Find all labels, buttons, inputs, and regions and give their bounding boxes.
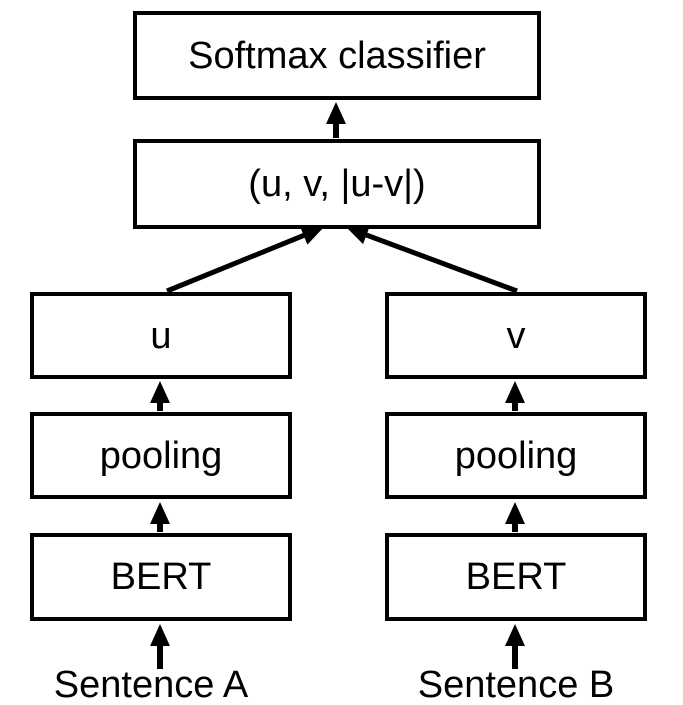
sentence-a-label: Sentence A [53,664,249,705]
arrow-sentence-b-to-bert [505,624,525,669]
v-embedding-label: v [506,314,526,357]
pooling-left-box: pooling [30,412,292,499]
v-embedding-box: v [385,292,647,379]
u-embedding-label: u [150,314,172,357]
arrow-v-to-concat [346,225,518,294]
arrow-u-to-concat [166,226,324,294]
arrow-bert-to-pooling-left [150,502,170,532]
arrow-bert-to-pooling-right [505,502,525,532]
arrow-concat-to-softmax [326,102,346,138]
bert-right-box: BERT [385,533,647,621]
softmax-classifier-label: Softmax classifier [188,34,486,77]
bert-left-box: BERT [30,533,292,621]
pooling-right-box: pooling [385,412,647,499]
bert-right-label: BERT [465,556,567,598]
pooling-right-label: pooling [454,434,578,477]
bert-left-label: BERT [110,556,212,598]
arrow-pooling-to-v [505,381,525,411]
arrow-sentence-a-to-bert [150,624,170,669]
concat-uv-label: (u, v, |u-v|) [248,163,426,205]
u-embedding-box: u [30,292,292,379]
softmax-classifier-box: Softmax classifier [133,11,541,100]
concat-uv-box: (u, v, |u-v|) [133,139,541,229]
pooling-left-label: pooling [99,434,223,477]
sentence-b-label: Sentence B [417,664,615,705]
arrow-pooling-to-u [150,381,170,411]
